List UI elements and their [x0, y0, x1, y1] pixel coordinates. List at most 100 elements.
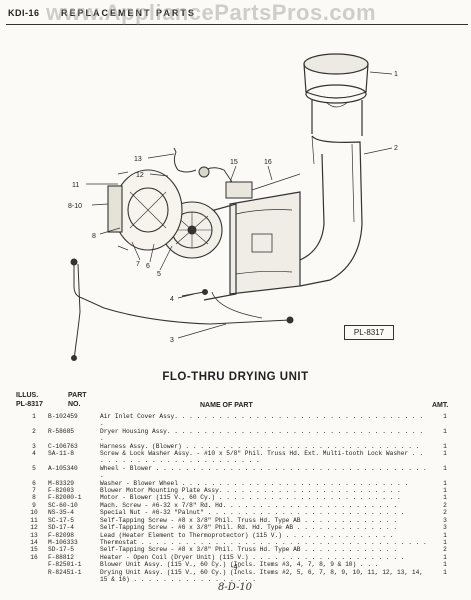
blower-assembly: [107, 169, 223, 259]
part-number-cell: SC-60-10: [48, 501, 78, 509]
amount-cell: 1: [443, 442, 447, 450]
model-code: KDI-16: [8, 8, 40, 18]
screw-washer: [181, 289, 208, 297]
part-number-cell: F-82098: [48, 531, 74, 539]
parts-table: 1 B-102459 Air Inlet Cover Assy. . . . . .…: [20, 413, 460, 583]
part-number-cell: SC-17-5: [48, 516, 74, 524]
part-name-cell: Lead (Heater Element to Thermoprotector)…: [100, 531, 394, 539]
part-name-cell: Mach. Screw - #6-32 x 7/8" Rd. Hd. . . .…: [100, 501, 398, 509]
col-illus: ILLUS. PL-8317: [16, 392, 43, 408]
parts-table-body: 1 B-102459 Air Inlet Cover Assy. . . . . .…: [20, 413, 460, 583]
leader-lines: [86, 71, 393, 339]
illus-cell: 1: [32, 413, 36, 420]
amount-cell: 1: [443, 568, 447, 576]
part-name-cell: Harness Assy. (Blower) . . . . . . . . .…: [100, 442, 420, 450]
amount-cell: 2: [443, 546, 447, 554]
illus-cell: 5: [32, 464, 36, 472]
table-row: 6 M-83329 Washer - Blower Wheel . . . . . …: [20, 480, 460, 487]
part-number-cell: F-88812: [48, 553, 74, 561]
part-number-cell: F-82003: [48, 487, 74, 495]
callout-5: 5: [157, 271, 161, 278]
page-number: -4-: [230, 563, 241, 571]
callout-6: 6: [146, 263, 150, 270]
illus-cell: 6: [32, 479, 36, 487]
part-number-cell: SD-17-4: [48, 524, 74, 532]
lead-wires: [173, 147, 197, 173]
amount-cell: 1: [443, 450, 447, 458]
amount-cell: 3: [443, 524, 447, 532]
part-number-cell: R-82451-1: [48, 568, 82, 576]
amount-cell: 1: [443, 479, 447, 487]
part-name-cell: Thermostat . . . . . . . . . . . . . . .…: [100, 538, 427, 546]
amount-cell: 2: [443, 509, 447, 517]
callout-3: 3: [170, 337, 174, 344]
part-name-cell: Air Inlet Cover Assy. . . . . . . . . . …: [100, 413, 424, 428]
callout-15: 15: [230, 159, 238, 166]
part-name-cell: Self-Tapping Screw - #6 x 3/8" Phil. Rd.…: [100, 524, 398, 532]
amount-cell: 1: [443, 413, 447, 420]
table-row: 8 F-82000-1 Motor - Blower (115 V., 60 Cy.…: [20, 494, 460, 501]
col-name: NAME OF PART: [200, 402, 253, 409]
amount-cell: 1: [443, 464, 447, 472]
callout-11: 11: [72, 182, 79, 189]
amount-cell: 1: [443, 531, 447, 539]
table-row: 12 SD-17-4 Self-Tapping Screw - #6 x 3/8" …: [20, 524, 460, 531]
illus-cell: 3: [32, 442, 36, 450]
amount-cell: 1: [443, 553, 447, 561]
handwritten-note: 8-D-10: [218, 582, 253, 593]
part-number-cell: SA-11-8: [48, 450, 74, 458]
part-number-cell: F-82000-1: [48, 494, 82, 502]
part-name-cell: Wheel - Blower . . . . . . . . . . . . .…: [100, 464, 427, 480]
callout-12: 12: [136, 172, 144, 179]
callout-13: 13: [134, 156, 142, 163]
illus-cell: 12: [30, 524, 38, 532]
part-number-cell: F-82501-1: [48, 561, 82, 569]
part-number-cell: M-83329: [48, 479, 74, 487]
amount-cell: 1: [443, 487, 447, 495]
table-row: 4 SA-11-8 Screw & Lock Washer Assy. - #10 …: [20, 450, 460, 465]
table-row: 15 SD-17-5 Self-Tapping Screw - #8 x 3/8" …: [20, 546, 460, 553]
illus-cell: 13: [30, 531, 38, 539]
part-name-cell: Special Nut - #6-32 "Palnut" . . . . . .…: [100, 509, 405, 517]
callout-8: 8: [92, 233, 96, 240]
illus-cell: 10: [30, 509, 38, 517]
illus-cell: 2: [32, 427, 36, 435]
part-number-cell: A-105340: [48, 464, 78, 472]
exploded-parts-diagram: 1 2 3 4 5 6 7 8 8-10 11 12 13 15 16: [68, 53, 398, 361]
plate-label: PL-8317: [344, 325, 394, 340]
illus-cell: 9: [32, 501, 36, 509]
illus-cell: 11: [30, 516, 38, 524]
amount-cell: 1: [443, 427, 447, 435]
callout-2: 2: [394, 145, 398, 152]
table-row: 5 A-105340 Wheel - Blower . . . . . . . . …: [20, 465, 460, 480]
table-row: 9 SC-60-10 Mach. Screw - #6-32 x 7/8" Rd. …: [20, 502, 460, 509]
illus-cell: 15: [30, 546, 38, 554]
air-inlet-cover: [303, 53, 369, 136]
part-number-cell: M-106333: [48, 538, 78, 546]
illus-cell: 16: [30, 553, 38, 561]
col-part: PART NO.: [68, 392, 87, 408]
part-name-cell: Washer - Blower Wheel . . . . . . . . . …: [100, 479, 409, 487]
illus-cell: 8: [32, 494, 36, 502]
illus-cell: 7: [32, 487, 36, 495]
part-name-cell: Motor - Blower (115 V., 60 Cy.) . . . . …: [100, 494, 401, 502]
heater-thermostat: [198, 166, 301, 199]
amount-cell: 2: [443, 501, 447, 509]
amount-cell: 1: [443, 561, 447, 569]
amount-cell: 1: [443, 494, 447, 502]
part-number-cell: B-102459: [48, 413, 78, 420]
part-name-cell: Self-Tapping Screw - #8 x 3/8" Phil. Tru…: [100, 546, 398, 554]
callout-8-10: 8-10: [68, 203, 82, 210]
illus-cell: 4: [32, 450, 36, 458]
part-number-cell: SD-17-5: [48, 546, 74, 554]
dryer-housing: [199, 135, 363, 301]
part-number-cell: R-58685: [48, 427, 74, 435]
part-name-cell: Screw & Lock Washer Assy. - #10 x 5/8" P…: [100, 450, 424, 465]
